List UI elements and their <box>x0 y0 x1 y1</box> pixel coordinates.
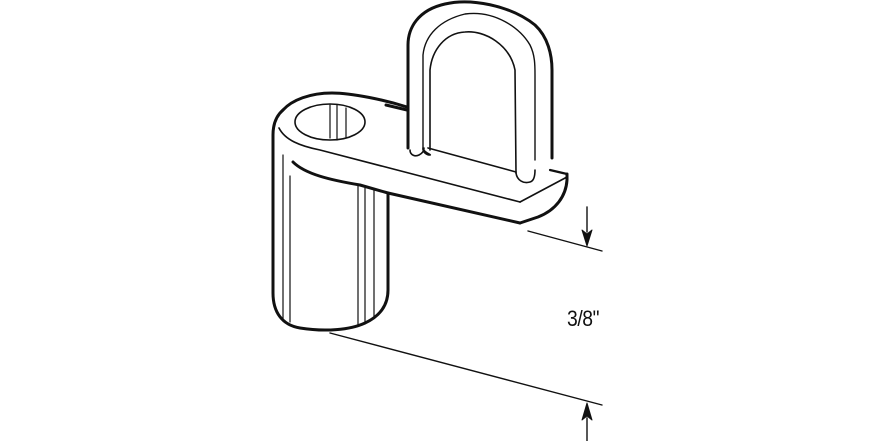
arrow-down-icon <box>581 229 593 247</box>
dimension-bottom-extension-line <box>329 332 603 406</box>
dimension-label: 3/8" <box>567 306 600 331</box>
screw-hole <box>294 103 366 141</box>
mounting-post <box>271 108 390 332</box>
dimension-top-extension-line <box>527 230 603 252</box>
hook-loop <box>384 0 554 184</box>
dimension-annotation <box>329 206 603 441</box>
base-plate <box>278 91 569 225</box>
arrow-up-icon <box>581 402 593 421</box>
